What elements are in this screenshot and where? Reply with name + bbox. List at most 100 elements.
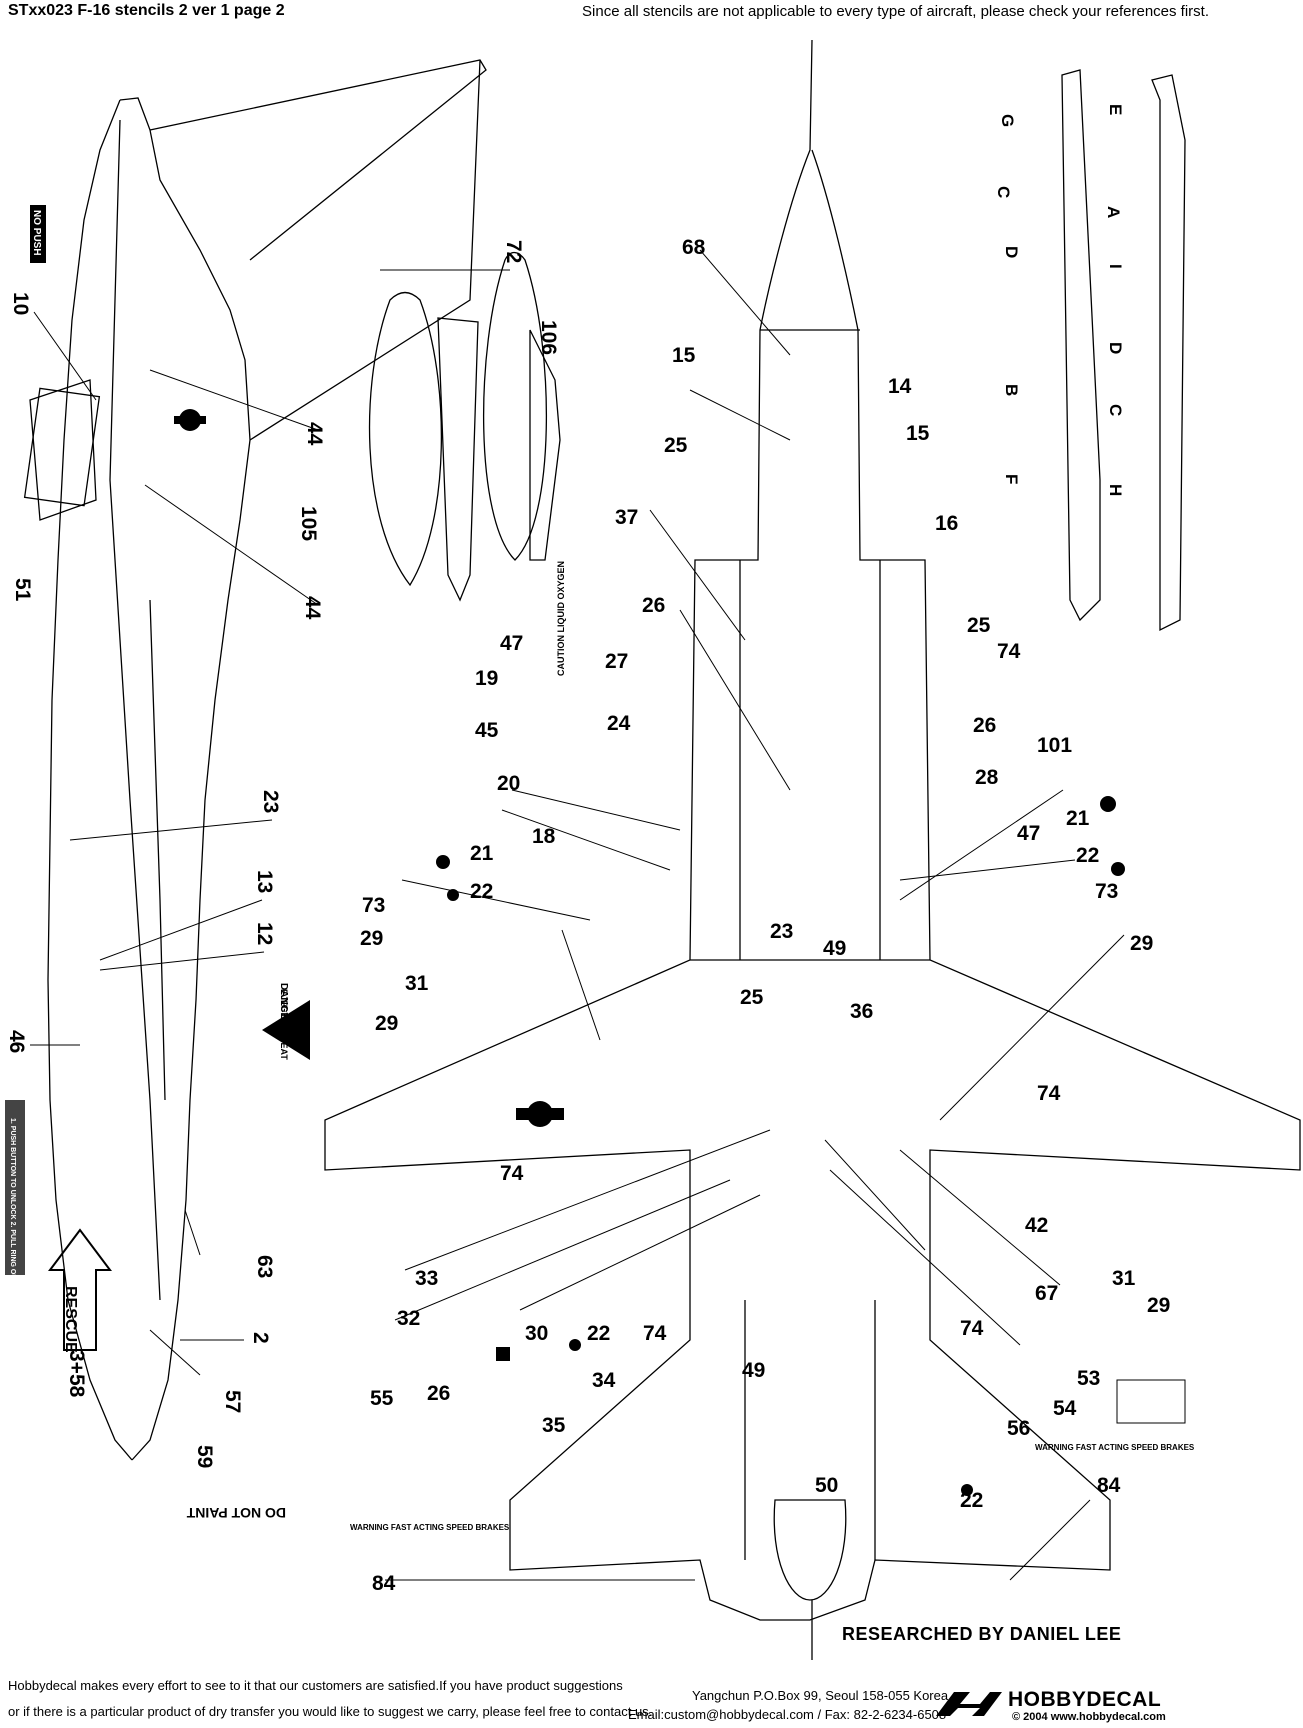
callout-72: 72 <box>502 240 525 263</box>
callout-21: 21 <box>470 842 494 865</box>
callout-53: 53 <box>1077 1367 1100 1390</box>
brand-copyright: © 2004 www.hobbydecal.com <box>1012 1711 1166 1723</box>
footer-line-1: Hobbydecal makes every effort to see to … <box>8 1678 623 1693</box>
callout-105: 105 <box>297 506 320 541</box>
callout-36: 36 <box>850 1000 873 1023</box>
callout-2: 2 <box>249 1332 272 1344</box>
footer-address: Yangchun P.O.Box 99, Seoul 158-055 Korea <box>692 1688 949 1703</box>
jettison-panel <box>5 1100 25 1275</box>
callout-37: 37 <box>615 506 638 529</box>
callout-22: 22 <box>470 880 493 903</box>
callout-26: 26 <box>973 714 996 737</box>
callout-25: 25 <box>664 434 688 457</box>
callout-29: 29 <box>1130 932 1153 955</box>
callout-56: 56 <box>1007 1417 1030 1440</box>
callout-73: 73 <box>362 894 385 917</box>
callout-15: 15 <box>906 422 930 445</box>
callout-21: 21 <box>1066 807 1090 830</box>
callout-22: 22 <box>1076 844 1099 867</box>
callout-26: 26 <box>642 594 665 617</box>
callout-numbers: 10 44 44 51 23 13 12 46 63 2 3+58 57 59 … <box>5 236 1170 1595</box>
rescue-arrow <box>48 1228 112 1351</box>
filled-dots <box>436 796 1125 1496</box>
callout-28: 28 <box>975 766 999 789</box>
callout-73: 73 <box>1095 880 1118 903</box>
side-view-texts: NO PUSH DO NOT PAINT RESCUE DANGER EJECT… <box>9 205 1195 1532</box>
callout-22: 22 <box>587 1322 610 1345</box>
pylon-letter-labels: E G C A D I D B C F H <box>994 104 1125 496</box>
callout-49: 49 <box>742 1359 765 1382</box>
callout-74: 74 <box>997 640 1021 663</box>
callout-45: 45 <box>475 719 499 742</box>
callout-44: 44 <box>301 596 324 620</box>
callout-22: 22 <box>960 1489 983 1512</box>
callout-23: 23 <box>259 790 282 813</box>
side-view-star-insignia <box>174 409 564 1127</box>
callout-29: 29 <box>375 1012 398 1035</box>
pylon-marks <box>1116 1379 1186 1424</box>
callout-26: 26 <box>427 1382 450 1405</box>
callout-34: 34 <box>592 1369 616 1392</box>
pylon-letter-i: I <box>1106 264 1125 269</box>
callout-59: 59 <box>193 1445 216 1468</box>
ejection-seat-text: EJECTION SEAT <box>279 989 289 1060</box>
callout-106: 106 <box>537 320 560 355</box>
researched-by: RESEARCHED BY DANIEL LEE <box>842 1624 1122 1644</box>
callout-50: 50 <box>815 1474 838 1497</box>
warning-speed-brakes-right: WARNING FAST ACTING SPEED BRAKES <box>1035 1443 1195 1452</box>
callout-55: 55 <box>370 1387 394 1410</box>
rescue-text: RESCUE <box>62 1286 79 1353</box>
callout-29: 29 <box>1147 1294 1170 1317</box>
pylon-letter-d: D <box>1106 342 1125 354</box>
pylon-letter-f: F <box>1002 474 1021 484</box>
hobbydecal-logo <box>936 1692 1002 1716</box>
callout-18: 18 <box>532 825 556 848</box>
callout-15: 15 <box>672 344 696 367</box>
pylon-letter-a: A <box>1104 206 1123 218</box>
callout-84: 84 <box>372 1572 396 1595</box>
callout-23: 23 <box>770 920 793 943</box>
plan-view-airframe <box>324 39 1301 1660</box>
callout-16: 16 <box>935 512 958 535</box>
callout-31: 31 <box>1112 1267 1136 1290</box>
callout-51: 51 <box>11 578 34 602</box>
callout-74: 74 <box>500 1162 524 1185</box>
callout-14: 14 <box>888 375 912 398</box>
pylon-letter-h: H <box>1106 484 1125 496</box>
footer-contact: Email:custom@hobbydecal.com / Fax: 82-2-… <box>628 1707 947 1722</box>
callout-54: 54 <box>1053 1397 1077 1420</box>
brand-name: HOBBYDECAL <box>1008 1688 1162 1711</box>
callout-32: 32 <box>397 1307 420 1330</box>
callout-20: 20 <box>497 772 520 795</box>
callout-25: 25 <box>967 614 991 637</box>
pylon-letter-c: C <box>1106 404 1125 416</box>
callout-13: 13 <box>253 870 276 893</box>
callout-57: 57 <box>221 1390 244 1413</box>
callout-74: 74 <box>643 1322 667 1345</box>
footer-line-2: or if there is a particular product of d… <box>8 1704 653 1719</box>
caution-liquid-oxygen-text: CAUTION LIQUID OXYGEN <box>556 561 566 676</box>
callout-101: 101 <box>1037 734 1072 757</box>
pylon-letter-d: D <box>1002 246 1021 258</box>
callout-33: 33 <box>415 1267 438 1290</box>
warning-speed-brakes-left: WARNING FAST ACTING SPEED BRAKES <box>350 1523 510 1532</box>
drop-tanks <box>368 251 561 602</box>
callout-46: 46 <box>5 1030 28 1053</box>
callout-19: 19 <box>475 667 498 690</box>
callout-12: 12 <box>253 922 276 945</box>
callout-27: 27 <box>605 650 628 673</box>
sheet-title: STxx023 F-16 stencils 2 ver 1 page 2 <box>8 2 285 19</box>
pylon-letter-b: B <box>1002 384 1021 396</box>
callout-42: 42 <box>1025 1214 1048 1237</box>
pylon-letter-c: C <box>994 186 1013 198</box>
jettison-panel-text: 1. PUSH BUTTON TO UNLOCK 2. PULL RING OU… <box>9 1118 16 1389</box>
no-push-text: NO PUSH <box>31 210 42 256</box>
callout-49: 49 <box>823 937 846 960</box>
callout-47: 47 <box>1017 822 1040 845</box>
pylon-letter-g: G <box>998 114 1017 127</box>
do-not-paint-text: DO NOT PAINT <box>186 1505 286 1521</box>
sheet-note: Since all stencils are not applicable to… <box>582 3 1209 20</box>
callout-10: 10 <box>9 292 32 315</box>
danger-text: DANGER <box>278 983 289 1027</box>
